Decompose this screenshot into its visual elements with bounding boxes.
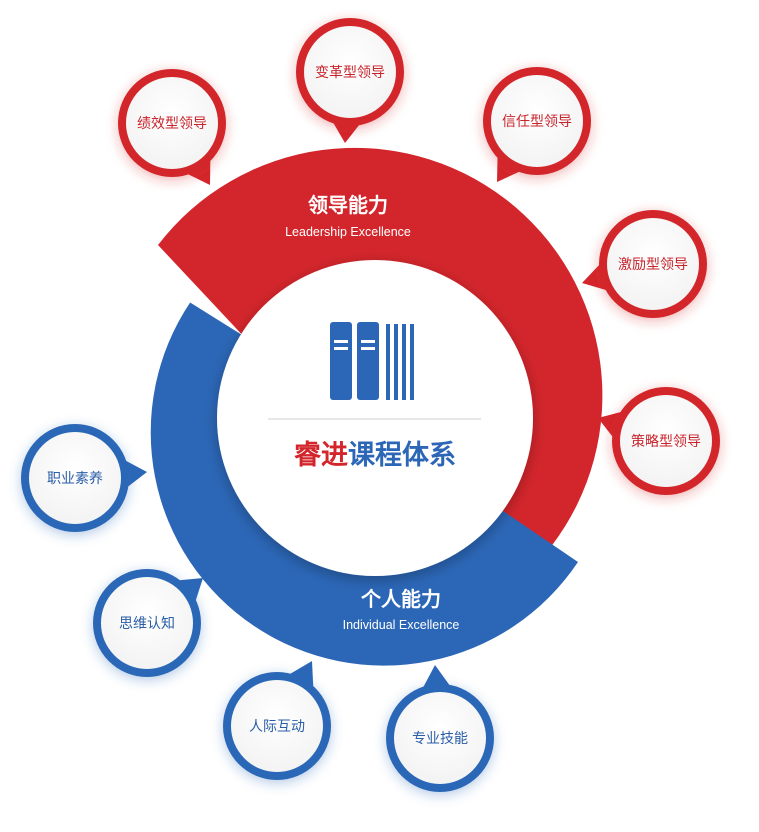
individual-bubbles: 职业素养 思维认知 人际互动 专业技能 [21, 424, 494, 792]
center-core: 睿进课程体系 [217, 260, 533, 576]
center-core-circle [217, 260, 533, 576]
bubble-face [126, 77, 218, 169]
center-title: 睿进课程体系 [294, 440, 456, 471]
leadership-subtitle: Leadership Excellence [285, 225, 411, 239]
bubble-trust-leadership: 信任型领导 [483, 67, 591, 182]
bubble-pointer [332, 120, 361, 143]
bubble-cognitive-thinking: 思维认知 [93, 569, 203, 677]
bubble-face [29, 432, 121, 524]
bubble-professionalism: 职业素养 [21, 424, 147, 532]
bubble-face [304, 26, 396, 118]
bubble-pointer [123, 459, 147, 489]
bubble-strategic-leadership: 策略型领导 [598, 387, 720, 495]
bubble-label: 信任型领导 [502, 114, 572, 130]
individual-title: 个人能力 [360, 587, 441, 611]
bubble-label: 策略型领导 [631, 433, 701, 450]
bubble-transformational-leadership: 变革型领导 [296, 18, 404, 143]
individual-ring-segment [150, 302, 579, 666]
bubble-label: 人际互动 [249, 719, 305, 735]
bubble-face [620, 395, 712, 487]
bubble-label: 绩效型领导 [137, 116, 207, 132]
bubble-label: 思维认知 [119, 615, 175, 632]
bubble-performance-leadership: 绩效型领导 [118, 69, 226, 185]
bubble-pointer [598, 411, 624, 439]
bubble-face [101, 577, 193, 669]
leadership-title: 领导能力 [308, 193, 388, 217]
bubble-label: 职业素养 [47, 471, 103, 487]
bubble-label: 专业技能 [412, 731, 468, 747]
bubble-face [231, 680, 323, 772]
bubble-motivational-leadership: 激励型领导 [582, 210, 707, 318]
bubble-face [394, 692, 486, 784]
leadership-bubbles: 绩效型领导 变革型领导 信任型领导 激励型领导 策略型领导 [118, 18, 720, 495]
bubble-face [491, 75, 583, 167]
individual-subtitle: Individual Excellence [343, 618, 460, 632]
books-icon [330, 322, 414, 400]
bubble-interpersonal-interaction: 人际互动 [223, 661, 331, 780]
bubble-face [607, 218, 699, 310]
capability-ring [150, 147, 603, 666]
bubble-professional-skills: 专业技能 [386, 665, 494, 792]
bubble-label: 变革型领导 [315, 65, 385, 81]
leadership-ring-segment [158, 147, 603, 547]
bubble-pointer [422, 665, 451, 690]
bubble-label: 激励型领导 [618, 256, 688, 273]
